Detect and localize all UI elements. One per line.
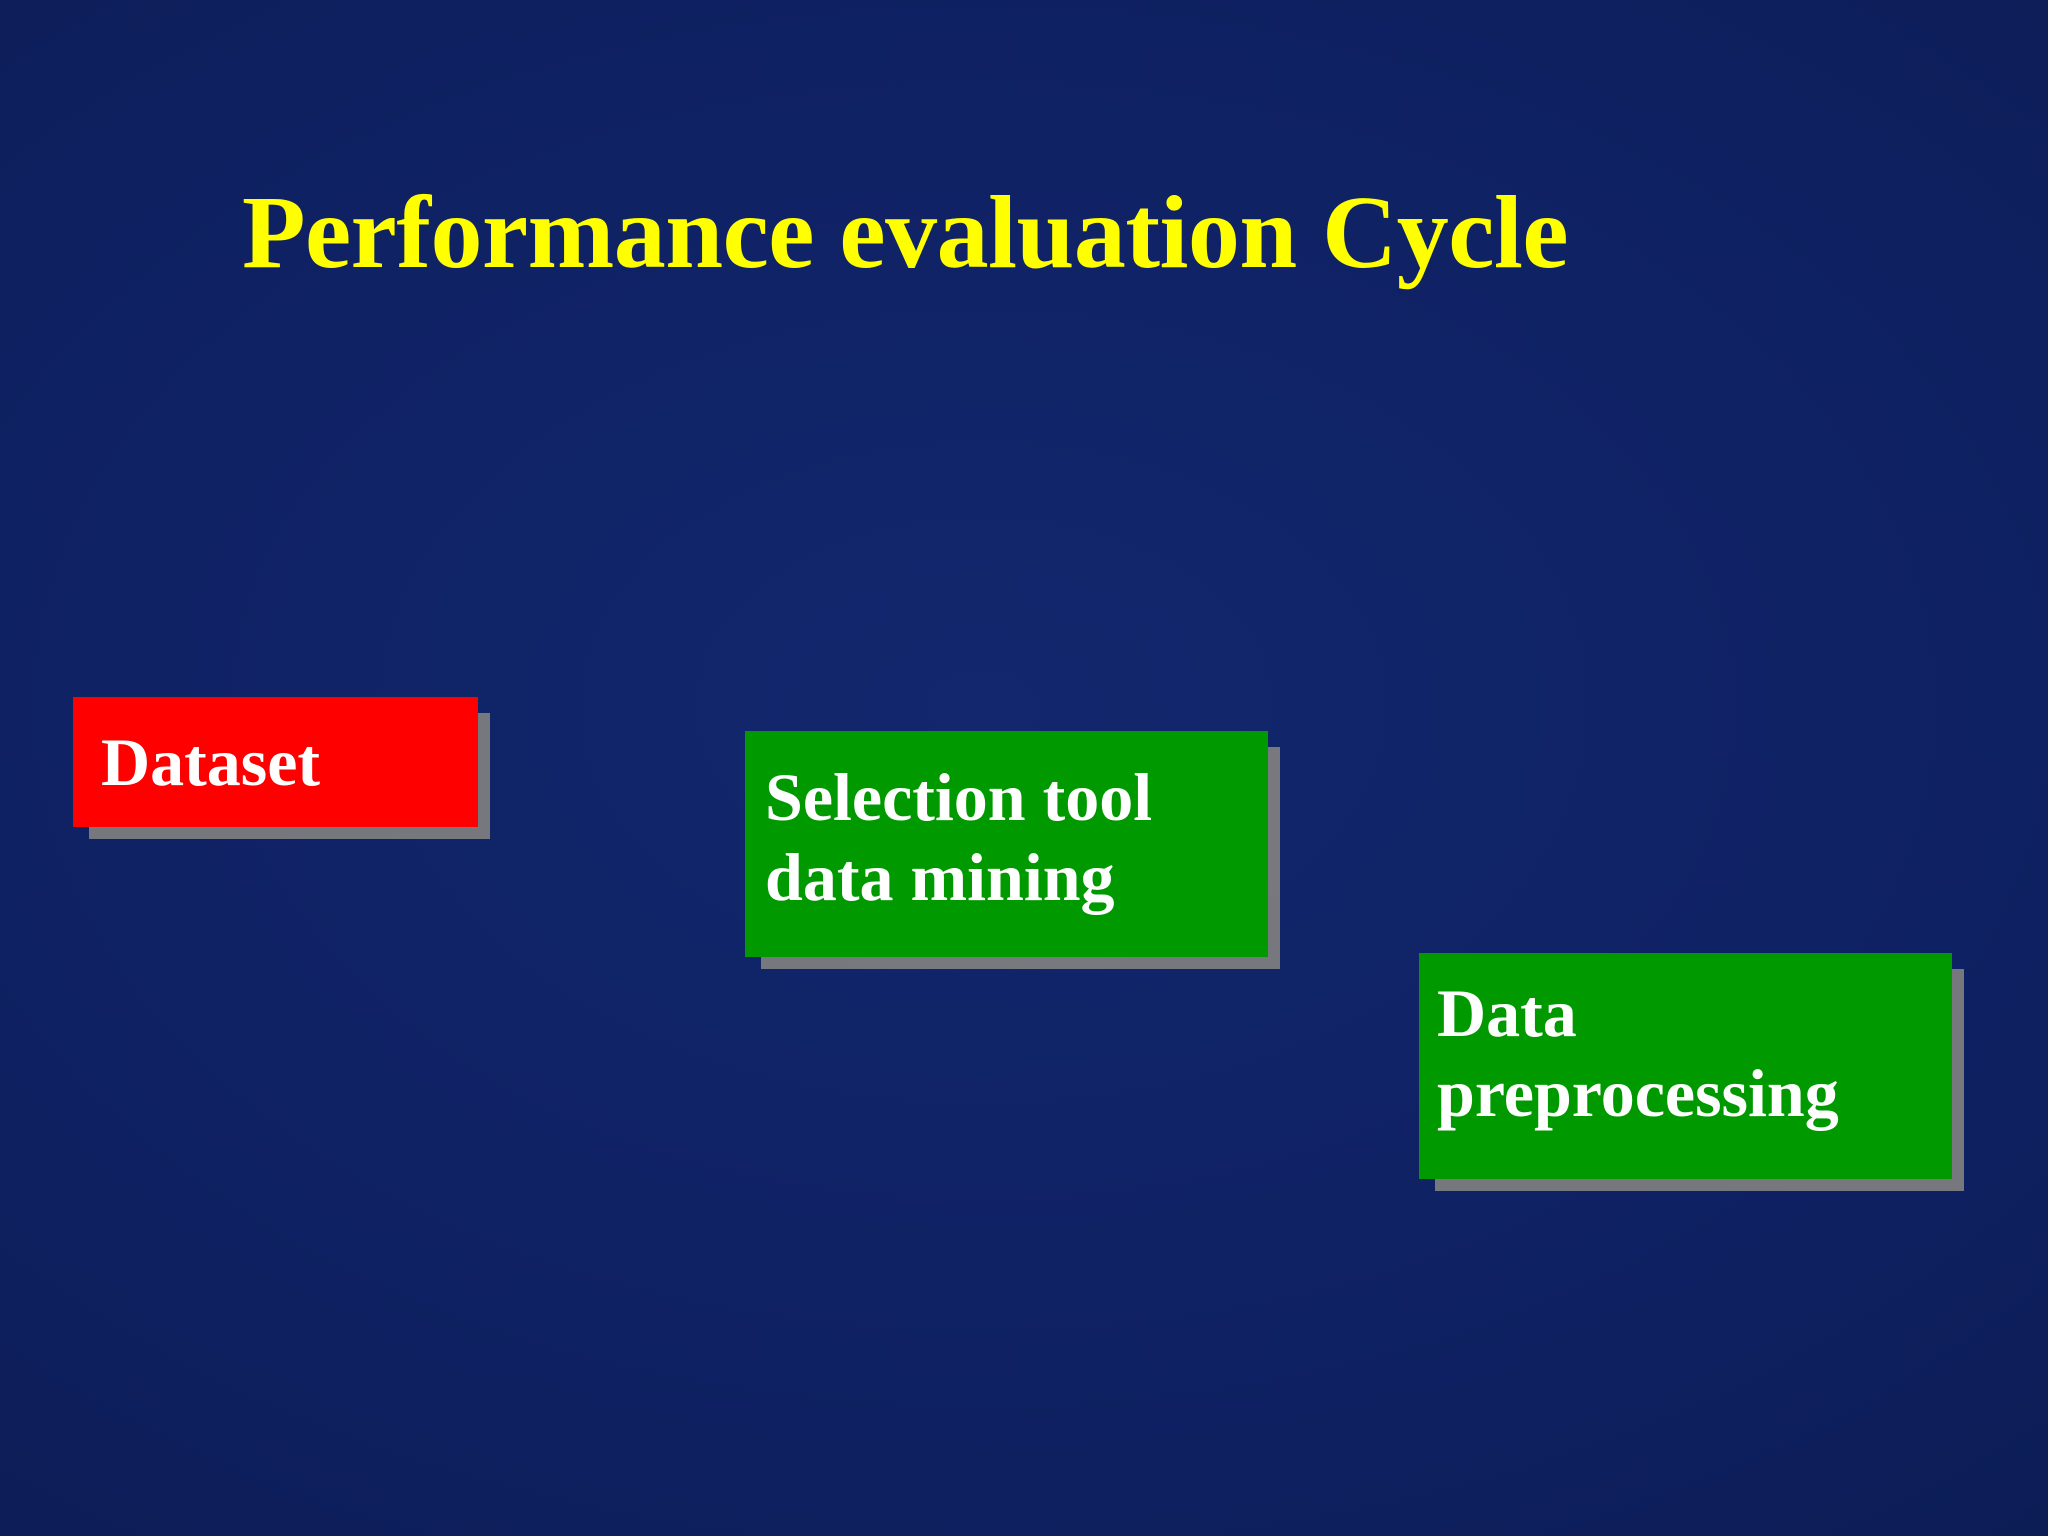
page-title: Performance evaluation Cycle (241, 175, 1569, 290)
node-selection-tool-data-mining-label: Selection tool data mining (765, 759, 1153, 916)
node-dataset[interactable]: Dataset (73, 697, 478, 828)
node-data-preprocessing-label: Data preprocessing (1437, 975, 1839, 1132)
node-data-preprocessing[interactable]: Data preprocessing (1419, 953, 1952, 1180)
node-selection-tool-data-mining[interactable]: Selection tool data mining (745, 731, 1268, 958)
node-dataset-label: Dataset (101, 724, 321, 801)
